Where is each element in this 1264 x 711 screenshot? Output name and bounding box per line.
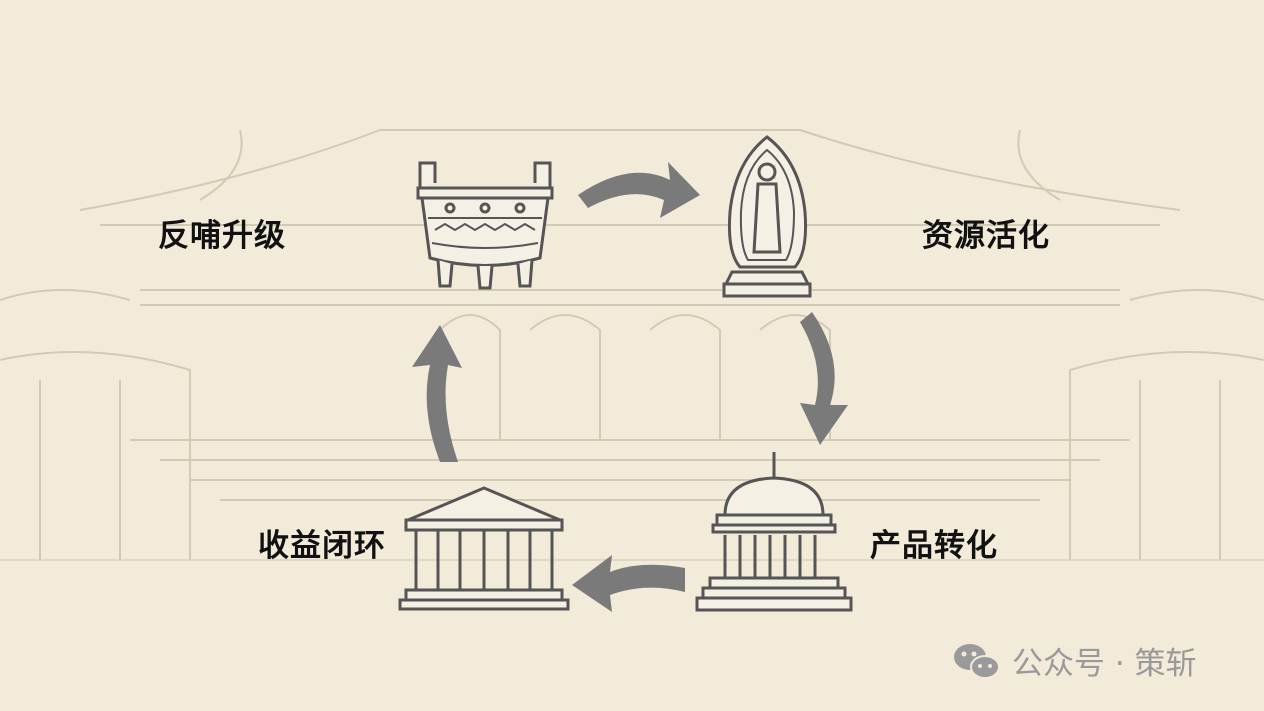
arrow-right-down: [800, 312, 848, 445]
domed-museum-icon: [695, 452, 853, 612]
label-feedback-upgrade: 反哺升级: [158, 218, 286, 254]
watermark: 公众号 · 策斩: [952, 638, 1197, 683]
label-product-conversion: 产品转化: [870, 528, 998, 564]
arrow-top-right: [578, 162, 700, 218]
label-revenue-loop: 收益闭环: [258, 528, 386, 564]
greek-temple-icon: [398, 486, 570, 611]
bronze-ding-vessel-icon: [416, 161, 554, 290]
arrow-bottom-left: [572, 555, 685, 612]
arrow-left-up: [412, 325, 462, 462]
wechat-icon: [954, 643, 1000, 679]
buddha-statue-icon: [722, 135, 812, 298]
watermark-text: 公众号 · 策斩: [1012, 646, 1197, 682]
label-resource-activation: 资源活化: [922, 218, 1050, 254]
